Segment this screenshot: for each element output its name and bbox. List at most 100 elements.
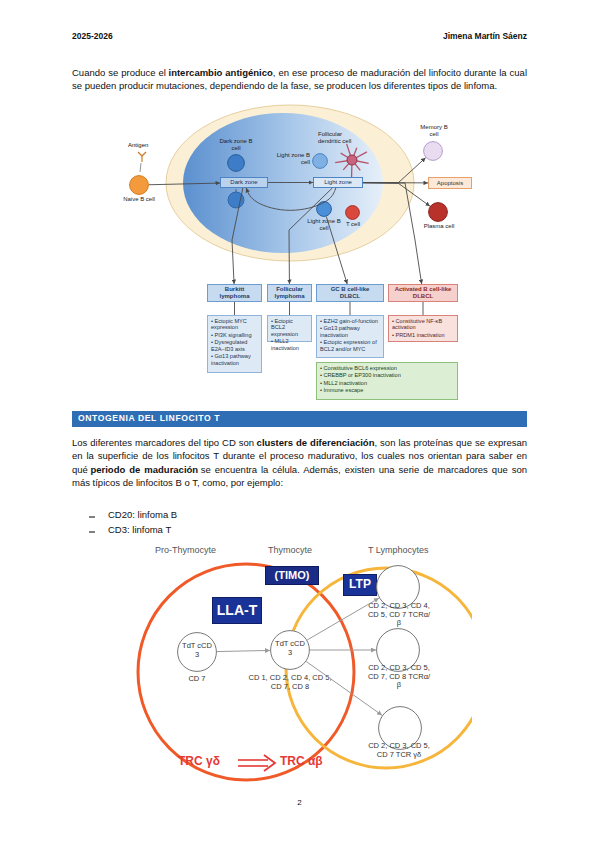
connector-arrow (363, 158, 426, 183)
body-text: clusters de diferenciación (257, 437, 375, 448)
plasma-cell: Plasma cell (428, 202, 448, 222)
connector-arrow (363, 182, 428, 183)
cell-shape (312, 153, 328, 169)
connector-arrow (246, 188, 336, 210)
cell-outline (178, 633, 217, 672)
node-text: T cell (341, 221, 365, 228)
feature-list: • Ectopic BCL2 expression• MLL2 inactiva… (267, 315, 312, 342)
list-item: CD3: linfoma T (108, 525, 308, 536)
feature-list: • EZH2 gain-of-function• Gα13 pathway in… (316, 315, 384, 358)
node-text: Plasma cell (422, 223, 456, 230)
leader-line (140, 163, 141, 172)
art-line (89, 532, 95, 533)
cell-outline (228, 155, 245, 172)
node-text: LTP (349, 578, 371, 592)
body-text: Cuando se produce el (72, 67, 166, 78)
node-text: • PI3K signalling (211, 332, 258, 338)
art-line (89, 517, 95, 518)
tcr-label: TRC γδ (178, 755, 238, 769)
lymphoma-box: Follicular lymphoma (267, 284, 312, 302)
tag-box: LLA-T (212, 597, 262, 624)
page-header: 2025-2026 (72, 32, 192, 42)
node-text: Memory B cell (417, 124, 451, 138)
connector-arrow (149, 183, 220, 185)
cell-outline (313, 154, 328, 169)
node-text: Naive B cell (123, 196, 155, 203)
node-text: • MLL2 inactivation (320, 380, 454, 386)
dendritic-cell: Follicular dendritic cell (335, 143, 369, 177)
feature-list: • Constitutive NF-κB activation• PRDM1 i… (388, 315, 458, 342)
stage-label: T Lymphocytes (368, 545, 458, 555)
cell-circle: CD 2, CD 3, CD 5, CD 7, CD 8 TCRα/β (376, 628, 420, 672)
connector-arrow (217, 650, 270, 651)
connector-arrow (363, 183, 430, 206)
lymphoma-box: GC B cell-like DLBCL (316, 284, 384, 302)
node-text: • EZH2 gain-of-function (320, 318, 380, 324)
connector-arrow (363, 183, 422, 284)
cell-circle: CD 2, CD 3, CD 5, CD 7 TCR γδ (378, 706, 422, 750)
naive-b-cell: Naive B cell (129, 175, 149, 195)
connector-arrow (326, 217, 347, 284)
leader-line (236, 189, 237, 192)
node-text: • Constitutive BCL6 expression (320, 365, 454, 371)
node-text: Dark zone B cell (215, 138, 257, 152)
connector-line (423, 302, 424, 315)
art-path (264, 755, 275, 771)
light-zone-b-cell: Light zone B cell (312, 153, 328, 169)
tag-box: LTP (343, 574, 377, 596)
dark-zone-b-cell: Dark zone B cell (227, 154, 245, 172)
connector-arrow (289, 188, 332, 284)
connector-line (234, 302, 235, 315)
cell-outline (424, 142, 443, 161)
art-line (138, 152, 142, 156)
cell-circle: CD 2, CD 3, CD 4, CD 5, CD 7 TCRα/β (376, 565, 420, 609)
node-text: • Dysregulated E2A–ID3 axis (211, 339, 258, 352)
zone-box: Dark zone (220, 177, 268, 188)
feature-list: • Constitutive BCL6 expression• CREBBP o… (316, 362, 458, 400)
section-heading: ONTOGENIA DEL LINFOCITO T (72, 411, 527, 427)
node-text: CD 2, CD 3, CD 4, CD 5, CD 7 TCRα/β (366, 602, 432, 628)
light-zone-b-cell: Light zone B cell (316, 201, 332, 217)
germinal-center-zone (183, 113, 383, 253)
node-text: • Ectopic expression of BCL2 and/or MYC (320, 339, 380, 352)
tag-box: (TIMO) (265, 566, 319, 585)
paragraph: Los diferentes marcadores del tipo CD so… (72, 436, 527, 490)
node-text: Apoptosis (437, 180, 463, 187)
cell-shape (345, 205, 360, 220)
connector-line (289, 302, 290, 315)
connector-arrow (306, 662, 382, 716)
node-text: GC B cell-like DLBCL (325, 286, 375, 300)
outcome-box: Apoptosis (428, 177, 472, 189)
art-line (238, 759, 268, 761)
list-item: CD20: linfoma B (108, 510, 308, 521)
cell-shape (423, 141, 443, 161)
node-text: CD 7 (167, 675, 227, 684)
node-text: TdT cCD 3 (181, 642, 213, 659)
cell-outline (317, 202, 332, 217)
node-text: Activated B cell-like DLBCL (393, 286, 453, 300)
body-text: intercambio antigénico (169, 67, 273, 78)
node-text: • CREBBP or EP300 inactivation (320, 372, 454, 378)
node-text: LLA-T (217, 602, 257, 618)
double-arrow (238, 755, 275, 771)
cell-circle: TdT cCD 3CD 1, CD 2, CD 4, CD 5, CD 7, C… (270, 630, 310, 670)
node-text: • MLL2 inactivation (271, 338, 308, 351)
antigen-label: Antigen (128, 142, 158, 149)
group-circles (138, 564, 472, 780)
node-text: • Ectopic MYC expression (211, 318, 258, 331)
connector-arrow (232, 188, 243, 284)
node-text: • PRDM1 inactivation (392, 332, 454, 338)
antigen-symbol (138, 152, 146, 162)
cell-outline (130, 176, 149, 195)
page-number: 2 (280, 798, 319, 807)
node-text: CD 2, CD 3, CD 5, CD 7 TCR γδ (368, 742, 430, 759)
t-cell: T cell (345, 205, 360, 220)
cell-circle: TdT cCD 3CD 7 (177, 632, 217, 672)
art-line (141, 156, 142, 162)
lla-t-circle (138, 564, 354, 780)
connector-arrow (310, 650, 376, 651)
tcr-label: TRC αβ (280, 755, 340, 769)
cell-shape (227, 154, 245, 172)
node-text: Light zone B cell (307, 218, 341, 232)
